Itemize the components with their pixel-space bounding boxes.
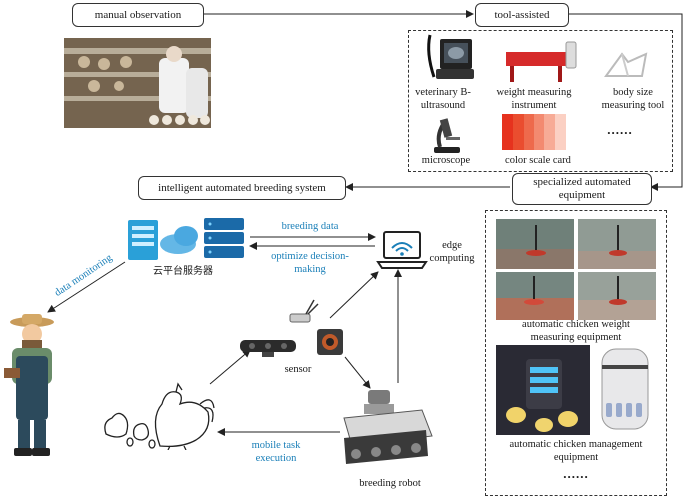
chickens-illustration: [96, 378, 216, 450]
optimize-decision-label: optimize decision-making: [271, 251, 349, 275]
arrow-sensor-to-edge: [329, 271, 379, 319]
weight-instrument-label: weight measuring instrument: [496, 87, 572, 111]
tool-assisted-label: tool-assisted: [494, 8, 550, 21]
sensor-label: sensor: [284, 364, 312, 375]
laptop-icon: [376, 228, 428, 272]
breeding-data-label: breeding data: [281, 221, 339, 232]
arrow-sensor-to-robot: [344, 356, 371, 389]
farmer-illustration: [0, 312, 66, 460]
arrow-data-monitoring: [47, 261, 126, 313]
equipment-ellipsis: ......: [563, 466, 589, 481]
weight-equipment-photo-3: [496, 272, 574, 320]
color-scale-card-label: color scale card: [505, 155, 571, 166]
cloud-server-label: 云平台服务器: [153, 266, 213, 277]
equipment-group: [485, 210, 667, 496]
intelligent-system-label: intelligent automated breeding system: [158, 181, 326, 194]
antenna-sensor-icon: [286, 296, 322, 326]
edge-computing-label: edge computing: [429, 240, 475, 264]
body-size-tool-label: body size measuring tool: [601, 87, 665, 111]
tool-assisted-box: tool-assisted: [475, 3, 569, 27]
ultrasound-image: [424, 33, 476, 85]
body-size-tool-image: [602, 46, 652, 86]
weight-equipment-photo-4: [578, 272, 656, 320]
management-equipment-photo-1: [496, 345, 590, 435]
depth-camera-icon: [238, 336, 298, 358]
tools-ellipsis: ......: [607, 122, 633, 137]
manual-observation-label: manual observation: [94, 8, 182, 21]
intelligent-system-box: intelligent automated breeding system: [138, 176, 346, 200]
management-equipment-label: automatic chicken management equipment: [509, 439, 643, 463]
ultrasound-label: veterinary B-ultrasound: [415, 87, 471, 111]
camera-module-icon: [316, 328, 344, 356]
breeding-robot-label: breeding robot: [359, 478, 421, 489]
mobile-task-label: mobile task execution: [251, 440, 301, 464]
weight-instrument-image: [502, 40, 578, 84]
weight-equipment-photo-1: [496, 219, 574, 269]
arrow-chicken-to-sensor: [209, 349, 251, 385]
color-scale-card-image: [502, 114, 566, 150]
specialized-equipment-box: specialized automated equipment: [512, 173, 652, 205]
microscope-image: [426, 115, 466, 155]
manual-observation-photo: [64, 38, 211, 128]
tools-group: [408, 30, 673, 172]
microscope-label: microscope: [421, 155, 471, 166]
specialized-equipment-label: specialized automated equipment: [533, 176, 631, 201]
management-equipment-photo-2: [594, 345, 656, 435]
breeding-robot-image: [336, 386, 436, 468]
manual-observation-box: manual observation: [72, 3, 204, 27]
weight-equipment-label: automatic chicken weight measuring equip…: [522, 319, 630, 343]
arrow-tool-to-specialized: [567, 13, 683, 191]
weight-equipment-photo-2: [578, 219, 656, 269]
cloud-server-icon: [120, 214, 250, 262]
